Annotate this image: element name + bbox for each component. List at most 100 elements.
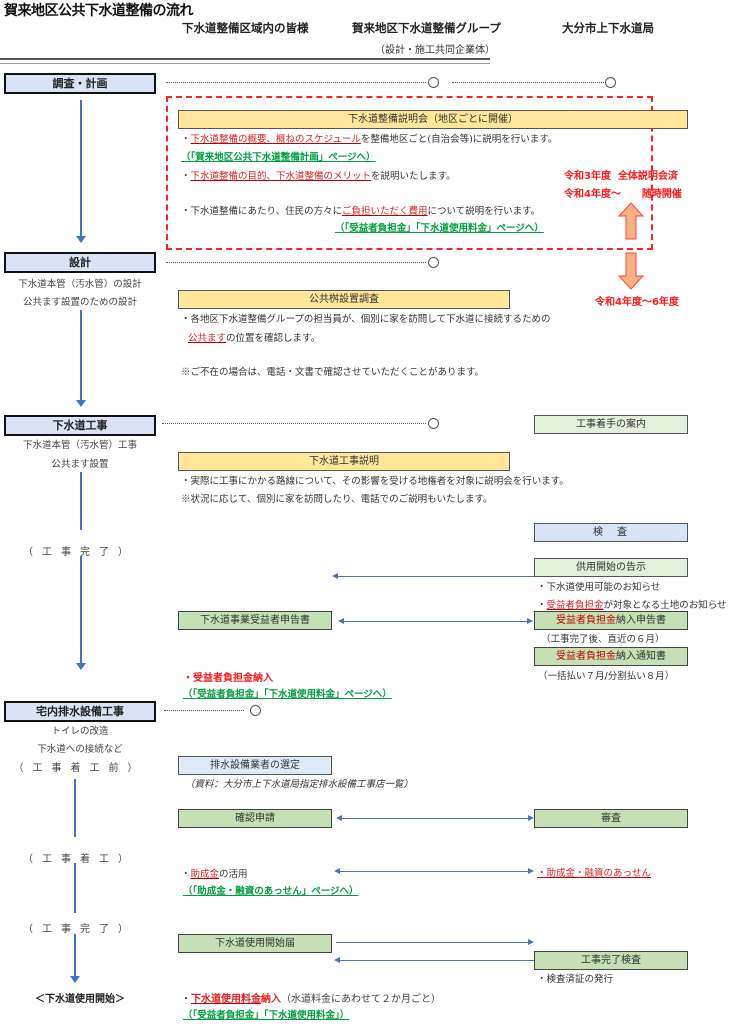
works-explain-line-1: ・実際に工事にかかる路線について、その影響を受ける地権者を対象に説明会を行います… — [181, 476, 569, 487]
box-start-notice: 工事着手の案内 — [534, 415, 688, 434]
text: が対象となる土地のお知らせ — [603, 600, 727, 611]
page-title: 賀来地区公共下水道整備の流れ — [4, 3, 194, 19]
design-note: 公共ます設置のための設計 — [22, 297, 137, 308]
text-payment: 納入 — [261, 994, 281, 1005]
note-r3: 令和3年度 全体説明会済 — [564, 167, 678, 182]
public-basin-line-3: ※ご不在の場合は、電話・文書で確認させていただくことがあります。 — [181, 367, 485, 378]
column-header-bureau: 大分市上下水道局 — [562, 21, 654, 35]
flow-line — [74, 779, 76, 837]
public-basin-survey-box: 公共桝設置調査 — [178, 290, 510, 309]
construction-note: 下水道本管（汚水管）工事 — [22, 440, 137, 451]
box-charge-declaration: 受益者負担金納入申告書 — [534, 611, 688, 630]
column-header-group: 賀来地区下水道整備グループ — [352, 21, 501, 35]
highlight-public-basin: 公共ます — [188, 333, 227, 344]
arrow-down-icon — [76, 236, 86, 243]
link-fees[interactable]: （「受益者負担金」「下水道使用料金」） — [183, 1010, 350, 1021]
highlight-purpose: 下水道整備の目的、下水道整備のメリット — [190, 171, 372, 182]
arrow-down-icon — [76, 400, 86, 407]
contractor-note: （資料：大分市上下水道局指定排水設備工事店一覧） — [185, 779, 414, 790]
briefing-title-box: 下水道整備説明会（地区ごとに開催） — [178, 110, 688, 129]
briefing-line-2: ・下水道整備の目的、下水道整備のメリットを説明いたします。 — [181, 168, 456, 182]
arrow-right-icon — [528, 815, 534, 821]
note-year: 令和3年度 — [564, 171, 611, 182]
flow-line — [80, 100, 82, 238]
connector-line — [340, 621, 528, 622]
design-note: 下水道本管（汚水管）の設計 — [18, 279, 142, 290]
note-r4: 令和4年度～ 随時開催 — [564, 185, 682, 200]
circle-marker — [428, 418, 439, 429]
box-inspection: 検 査 — [534, 523, 688, 542]
flow-line — [80, 556, 82, 664]
arrow-left-icon — [334, 957, 340, 963]
text: 納入申告書 — [616, 615, 666, 626]
arrow-left-icon — [332, 573, 338, 579]
construction-complete-label: （工事完了） — [23, 547, 137, 558]
box-service-notice: 供用開始の告示 — [534, 558, 688, 577]
connector-line — [340, 818, 528, 819]
indoor-note: トイレの改造 — [51, 726, 109, 737]
link-kaku-plan[interactable]: （「賀来地区公共下水道整備計画」ページへ） — [181, 152, 376, 163]
connector-line — [336, 942, 528, 943]
circle-marker — [605, 77, 616, 88]
arrow-down-icon — [76, 663, 86, 670]
connector-line — [338, 871, 528, 872]
dotted-connector — [166, 82, 426, 83]
subsidy-bureau-note: ・助成金・融資のあっせん — [537, 868, 652, 879]
arrow-left-icon — [338, 618, 344, 624]
bullet: ・ — [537, 600, 547, 611]
text: の位置を確認します。 — [226, 333, 321, 344]
box-completion-inspection: 工事完了検査 — [534, 951, 688, 970]
text: 納入通知書 — [616, 651, 666, 662]
box-beneficiary-declaration: 下水道事業受益者申告書 — [178, 611, 332, 630]
link-fees[interactable]: （「受益者負担金」「下水道使用料金」ページへ） — [335, 223, 544, 234]
payment-label: ・受益者負担金納入 — [183, 673, 273, 684]
connector-line — [338, 576, 534, 577]
arrow-down-icon — [618, 252, 644, 290]
circle-marker — [250, 705, 261, 716]
certificate-note: ・検査済証の発行 — [537, 974, 614, 985]
start-label: （工事着工） — [23, 854, 137, 865]
box-review: 審査 — [534, 809, 688, 828]
payment-note: （一括払い７月/分割払い８月） — [538, 671, 675, 682]
text: （水道料金にあわせて２か月ごと） — [281, 994, 441, 1005]
arrow-up-icon — [618, 202, 644, 240]
subsidy-line: ・助成金の活用 — [181, 866, 248, 880]
complete-label: （工事完了） — [23, 924, 137, 935]
column-subheader-group: （設計・施工共同企業体） — [375, 45, 495, 56]
arrow-right-icon — [527, 618, 533, 624]
dotted-connector — [166, 262, 426, 263]
construction-note: 公共ます設置 — [51, 459, 109, 470]
highlight-usage-fee: 下水道使用料金 — [191, 994, 261, 1005]
link-subsidy[interactable]: （「助成金・融資のあっせん」ページへ） — [183, 886, 359, 897]
flow-line — [74, 863, 76, 913]
usage-start-label: ＜下水道使用開始＞ — [35, 994, 125, 1005]
column-header-residents: 下水道整備区域内の皆様 — [182, 21, 309, 35]
text-red: 受益者負担金 — [556, 615, 616, 626]
circle-marker — [428, 77, 439, 88]
briefing-dashed-frame — [166, 96, 653, 250]
arrow-left-icon — [334, 868, 340, 874]
works-explain-box: 下水道工事説明 — [178, 452, 510, 471]
stage-survey: 調査・計画 — [4, 73, 156, 94]
box-contractor-select: 排水設備業者の選定 — [178, 756, 332, 775]
circle-marker — [428, 257, 439, 268]
flow-line — [74, 934, 76, 978]
box-confirm-apply: 確認申請 — [178, 809, 332, 828]
indoor-note: 下水道への接続など — [37, 744, 123, 755]
note-status: 随時開催 — [641, 189, 682, 200]
header-divider — [0, 58, 490, 64]
dotted-connector — [162, 423, 426, 424]
bullet: ・ — [181, 869, 191, 880]
note-r4-r6: 令和4年度～6年度 — [595, 297, 679, 308]
arrow-left-icon — [336, 815, 342, 821]
link-fees[interactable]: （「受益者負担金」「下水道使用料金」ページへ） — [183, 689, 392, 700]
works-explain-line-2: ※状況に応じて、個別に家を訪問したり、電話でのご説明もいたします。 — [181, 494, 493, 505]
note-status: 全体説明会済 — [617, 171, 678, 182]
bullet: ・ — [181, 171, 191, 182]
text: を説明いたします。 — [371, 171, 456, 182]
box-usage-notice: 下水道使用開始届 — [178, 934, 332, 953]
stage-indoor-drainage: 宅内排水設備工事 — [4, 701, 156, 722]
arrow-right-icon — [528, 868, 534, 874]
fee-line: ・下水道使用料金納入（水道料金にあわせて２か月ごと） — [181, 990, 441, 1005]
arrow-down-icon — [70, 976, 80, 983]
